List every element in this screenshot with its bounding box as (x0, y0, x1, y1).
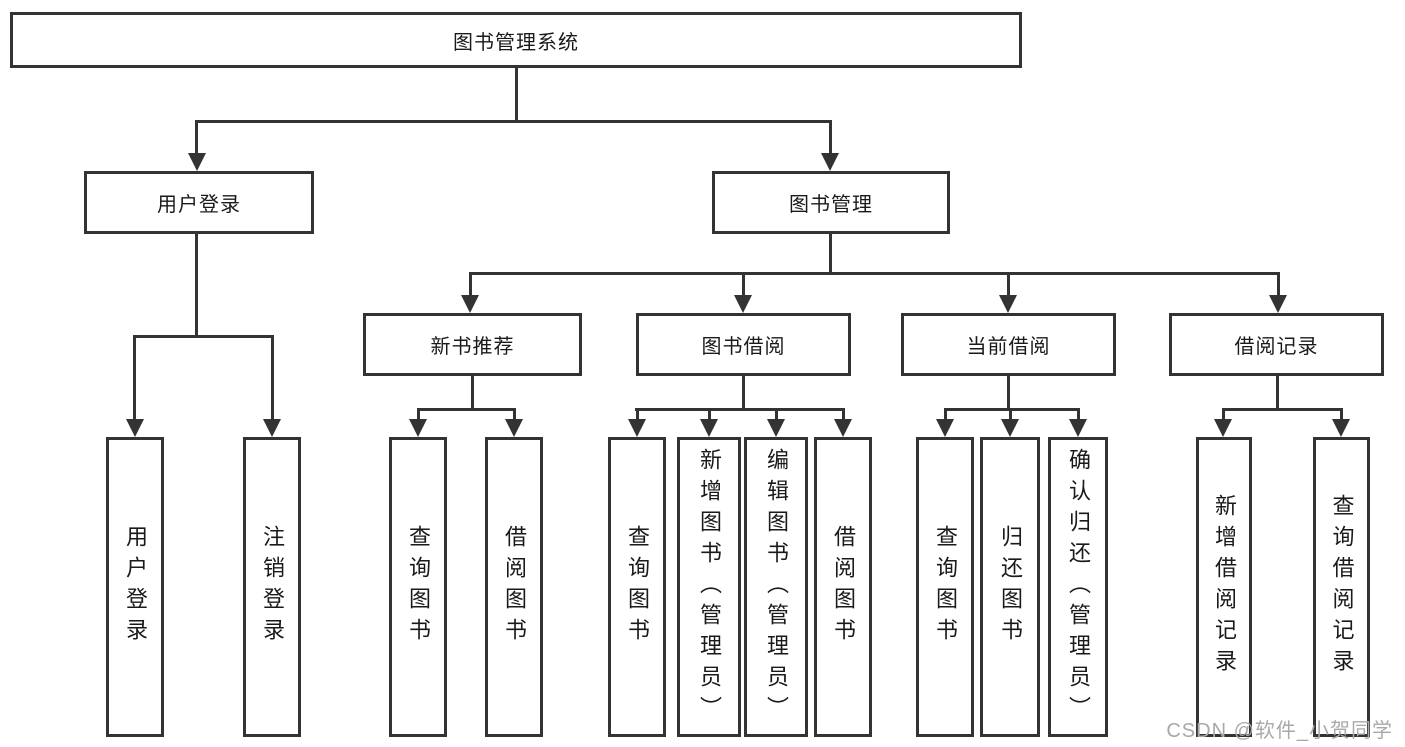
connector-line (944, 408, 1080, 411)
node-book-management: 图书管理 (712, 171, 950, 234)
connector-line (271, 335, 274, 420)
connector-line (636, 408, 639, 421)
leaf-borrow-books-borrowing: 借阅图书 (814, 437, 872, 737)
connector-line (742, 376, 745, 409)
leaf-confirm-return-admin: 确认归还（管理员） (1048, 437, 1108, 737)
leaf-label: 用户登录 (123, 525, 148, 649)
arrowhead-down (505, 419, 523, 437)
connector-line (417, 408, 516, 411)
node-library-management-system: 图书管理系统 (10, 12, 1022, 68)
node-label: 图书管理 (789, 194, 873, 216)
connector-line (829, 120, 832, 154)
connector-line (1009, 408, 1012, 421)
connector-line (1222, 408, 1225, 421)
connector-line (195, 120, 198, 154)
connector-line (1340, 408, 1343, 421)
leaf-label: 查询图书 (625, 525, 650, 649)
leaf-user-login: 用户登录 (106, 437, 164, 737)
arrowhead-down (700, 419, 718, 437)
arrowhead-down (126, 419, 144, 437)
node-book-borrowing: 图书借阅 (636, 313, 851, 376)
leaf-add-book-admin: 新增图书（管理员） (677, 437, 741, 737)
arrowhead-down (834, 419, 852, 437)
arrowhead-down (999, 295, 1017, 313)
connector-line (1077, 408, 1080, 421)
leaf-label: 归还图书 (998, 525, 1023, 649)
arrowhead-down (734, 295, 752, 313)
arrowhead-down (628, 419, 646, 437)
node-borrowing-records: 借阅记录 (1169, 313, 1384, 376)
connector-line (471, 376, 474, 409)
connector-line (1007, 272, 1010, 297)
node-label: 图书借阅 (701, 336, 786, 358)
arrowhead-down (188, 153, 206, 171)
arrowhead-down (767, 419, 785, 437)
connector-line (133, 335, 136, 420)
connector-line (944, 408, 947, 421)
leaf-label: 注销登录 (260, 525, 285, 649)
connector-line (417, 408, 420, 421)
leaf-logout: 注销登录 (243, 437, 301, 737)
leaf-label: 查询图书 (406, 525, 431, 649)
arrowhead-down (1332, 419, 1350, 437)
leaf-label: 编辑图书（管理员） (764, 447, 789, 727)
leaf-label: 新增借阅记录 (1212, 494, 1237, 680)
node-label: 用户登录 (157, 194, 241, 216)
leaf-query-borrow-record: 查询借阅记录 (1313, 437, 1370, 737)
leaf-return-books: 归还图书 (980, 437, 1040, 737)
connector-line (1222, 408, 1343, 411)
connector-line (469, 272, 1280, 275)
leaf-borrow-books-recommend: 借阅图书 (485, 437, 543, 737)
leaf-label: 借阅图书 (831, 525, 856, 649)
connector-line (133, 335, 274, 338)
arrowhead-down (1069, 419, 1087, 437)
connector-line (842, 408, 845, 421)
node-current-borrowing: 当前借阅 (901, 313, 1116, 376)
leaf-label: 确认归还（管理员） (1066, 447, 1091, 727)
node-user-login: 用户登录 (84, 171, 314, 234)
node-label: 当前借阅 (966, 336, 1051, 358)
csdn-watermark: CSDN @软件_小贺同学 (1166, 720, 1393, 742)
connector-line (513, 408, 516, 421)
node-label: 新书推荐 (430, 336, 515, 358)
connector-line (708, 408, 711, 421)
arrowhead-down (461, 295, 479, 313)
node-label: 图书管理系统 (453, 31, 579, 54)
connector-line (515, 68, 518, 121)
leaf-label: 新增图书（管理员） (697, 447, 722, 727)
connector-line (469, 272, 472, 297)
leaf-label: 查询借阅记录 (1329, 494, 1355, 680)
connector-line (1007, 376, 1010, 409)
leaf-edit-book-admin: 编辑图书（管理员） (744, 437, 808, 737)
connector-line (195, 234, 198, 336)
arrowhead-down (1214, 419, 1232, 437)
leaf-query-books-recommend: 查询图书 (389, 437, 447, 737)
arrowhead-down (936, 419, 954, 437)
arrowhead-down (263, 419, 281, 437)
arrowhead-down (1001, 419, 1019, 437)
leaf-query-books-current: 查询图书 (916, 437, 974, 737)
node-new-book-recommendation: 新书推荐 (363, 313, 582, 376)
connector-line (829, 234, 832, 274)
connector-line (775, 408, 778, 421)
leaf-label: 借阅图书 (502, 525, 527, 649)
arrowhead-down (1269, 295, 1287, 313)
connector-line (1276, 376, 1279, 409)
leaf-add-borrow-record: 新增借阅记录 (1196, 437, 1252, 737)
arrowhead-down (409, 419, 427, 437)
connector-line (1277, 272, 1280, 297)
connector-line (195, 120, 832, 123)
connector-line (635, 408, 845, 411)
arrowhead-down (821, 153, 839, 171)
leaf-label: 查询图书 (933, 525, 958, 649)
leaf-query-books-borrowing: 查询图书 (608, 437, 666, 737)
node-label: 借阅记录 (1234, 336, 1319, 358)
connector-line (742, 272, 745, 297)
